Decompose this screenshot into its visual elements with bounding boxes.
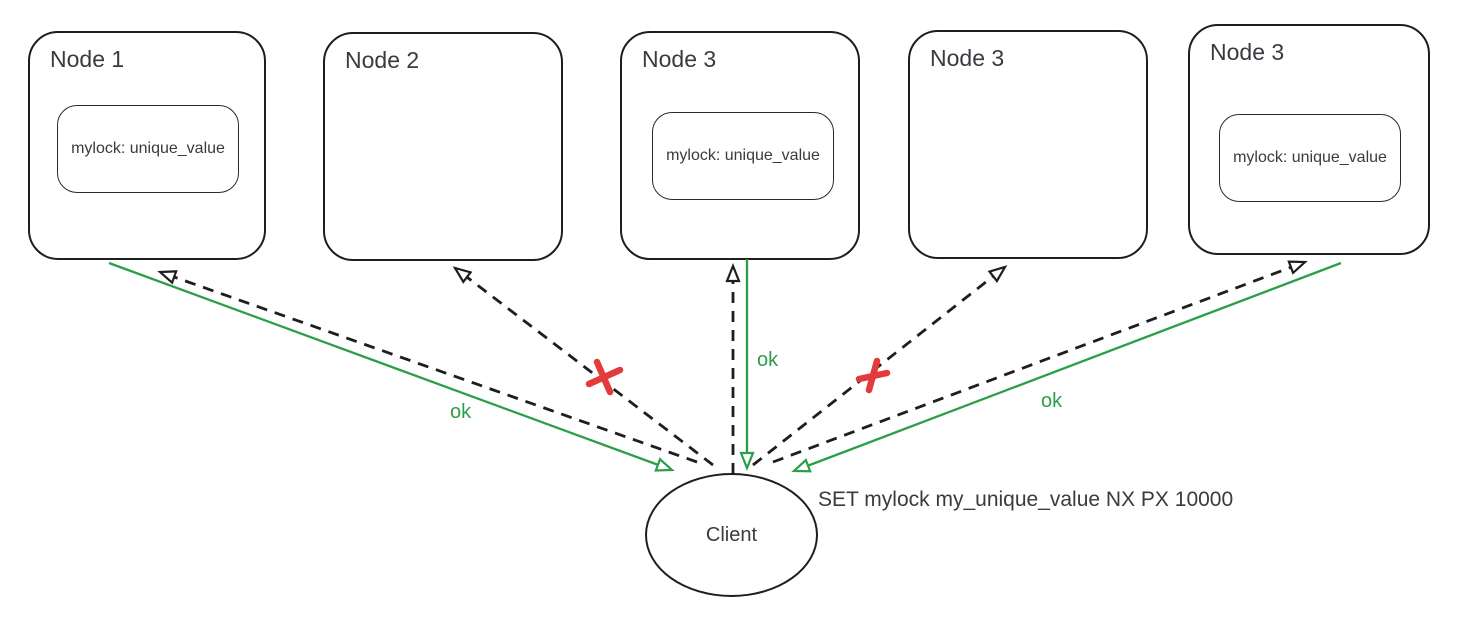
- request-arrow-node5: [772, 260, 1308, 464]
- lock-entry-box-1: mylock: unique_value: [57, 105, 239, 193]
- failure-x-node4-stroke2: [855, 369, 891, 383]
- failure-x-node4: [855, 357, 891, 394]
- ok-label-right: ok: [1041, 390, 1063, 412]
- node-label-3: Node 3: [642, 46, 717, 72]
- node-box-4: Node 3: [908, 30, 1148, 259]
- lock-entry-box-5: mylock: unique_value: [1219, 114, 1401, 202]
- node-label-4: Node 3: [930, 45, 1005, 71]
- lock-entry-text-1: mylock: unique_value: [71, 140, 225, 157]
- client-label: Client: [705, 523, 758, 546]
- failure-x-node2: [585, 358, 624, 396]
- node-label-2: Node 2: [345, 47, 420, 73]
- request-arrow-node4: [752, 265, 1008, 467]
- node-box-5: Node 3 mylock: unique_value: [1188, 24, 1430, 255]
- ok-label-middle: ok: [757, 349, 779, 371]
- node-label-5: Node 3: [1210, 39, 1285, 65]
- lock-entry-text-3: mylock: unique_value: [666, 147, 820, 164]
- request-arrow-node1: [157, 270, 698, 464]
- failure-x-node2-stroke1: [593, 358, 614, 396]
- node-label-1: Node 1: [50, 46, 125, 72]
- node-box-1: Node 1 mylock: unique_value: [28, 31, 266, 260]
- node-box-3: Node 3 mylock: unique_value: [620, 31, 860, 260]
- client-ellipse: Client: [645, 473, 818, 597]
- set-command-text: SET mylock my_unique_value NX PX 10000: [818, 488, 1234, 511]
- node-box-2: Node 2: [323, 32, 563, 261]
- ok-arrow-node1: [108, 261, 675, 472]
- failure-x-node4-stroke1: [865, 357, 881, 394]
- request-arrow-node2: [452, 266, 714, 467]
- lock-entry-box-3: mylock: unique_value: [652, 112, 834, 200]
- ok-label-left: ok: [450, 401, 472, 423]
- lock-entry-text-5: mylock: unique_value: [1233, 149, 1387, 166]
- ok-arrow-node5: [791, 261, 1342, 473]
- failure-x-node2-stroke2: [585, 366, 624, 388]
